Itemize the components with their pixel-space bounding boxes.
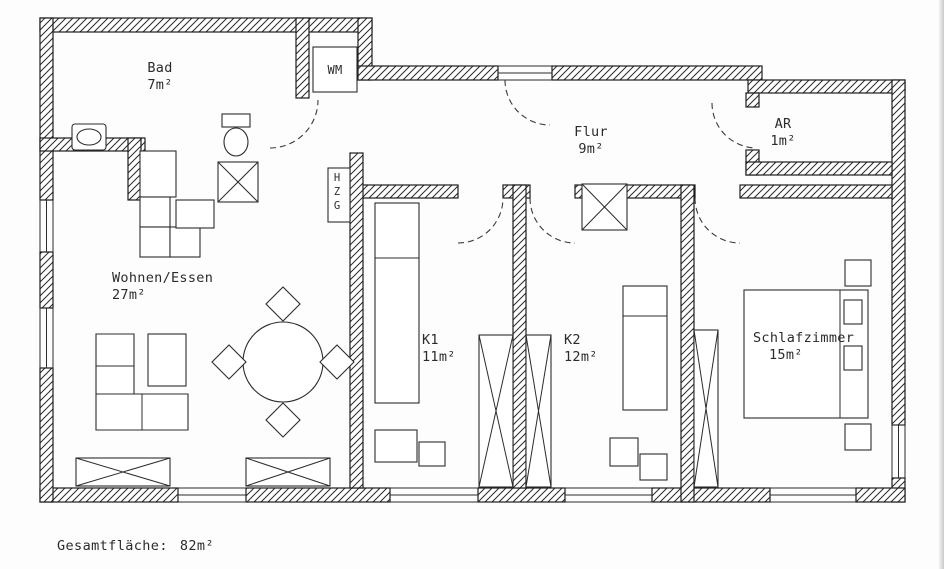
k2-bed (609, 285, 668, 481)
room-name-ar: AR (774, 116, 792, 132)
flur-shaft (581, 183, 628, 231)
side-table (147, 333, 187, 387)
wardrobe-k1 (478, 334, 514, 488)
windows (39, 65, 906, 503)
room-label-flur: Flur 9m² (556, 124, 626, 158)
total-area: Gesamtfläche: 82m² (57, 538, 214, 554)
dining-table (242, 321, 324, 403)
room-label-schlafzimmer: Schlafzimmer 15m² (753, 330, 854, 364)
room-label-wohnen: Wohnen/Essen 27m² (112, 270, 213, 304)
hzg-box (327, 167, 351, 223)
room-name-bad: Bad (147, 60, 173, 76)
room-name-schlafzimmer: Schlafzimmer (753, 330, 855, 346)
room-name-wohnen: Wohnen/Essen (112, 270, 214, 286)
room-label-k2: K2 12m² (564, 332, 598, 366)
k1-bed (374, 202, 446, 467)
heating-label: HZG (331, 172, 343, 214)
washing-machine (312, 46, 358, 93)
room-name-k1: K1 (422, 332, 439, 348)
total-area-label: Gesamtfläche: (57, 538, 168, 554)
sofa (95, 333, 189, 431)
washbasin (71, 123, 107, 151)
room-area-ar: 1m² (770, 133, 796, 149)
radiator-wohnen-left (75, 457, 171, 487)
wardrobe-schlafzimmer (693, 329, 719, 488)
room-area-k1: 11m² (422, 349, 456, 365)
total-area-value: 82m² (179, 538, 214, 554)
radiator-wohnen-right (245, 457, 331, 487)
kitchen-block (139, 150, 215, 258)
room-name-k2: K2 (564, 332, 581, 348)
washing-machine-label: WM (327, 63, 343, 77)
room-label-k1: K1 11m² (422, 332, 456, 366)
dining-chairs (211, 286, 355, 438)
door-arcs (269, 79, 756, 244)
schlafzimmer-bed (743, 259, 872, 451)
room-area-bad: 7m² (147, 77, 173, 93)
room-area-wohnen: 27m² (112, 287, 146, 303)
room-area-flur: 9m² (578, 141, 604, 157)
room-area-schlafzimmer: 15m² (769, 347, 803, 363)
room-label-bad: Bad 7m² (120, 60, 200, 94)
scan-edge-artifact (938, 0, 944, 569)
room-label-ar: AR 1m² (752, 116, 814, 150)
kitchen-shaft (217, 161, 259, 203)
room-name-flur: Flur (574, 124, 608, 140)
wardrobe-k2 (525, 334, 552, 488)
room-area-k2: 12m² (564, 349, 598, 365)
toilet (221, 113, 251, 157)
